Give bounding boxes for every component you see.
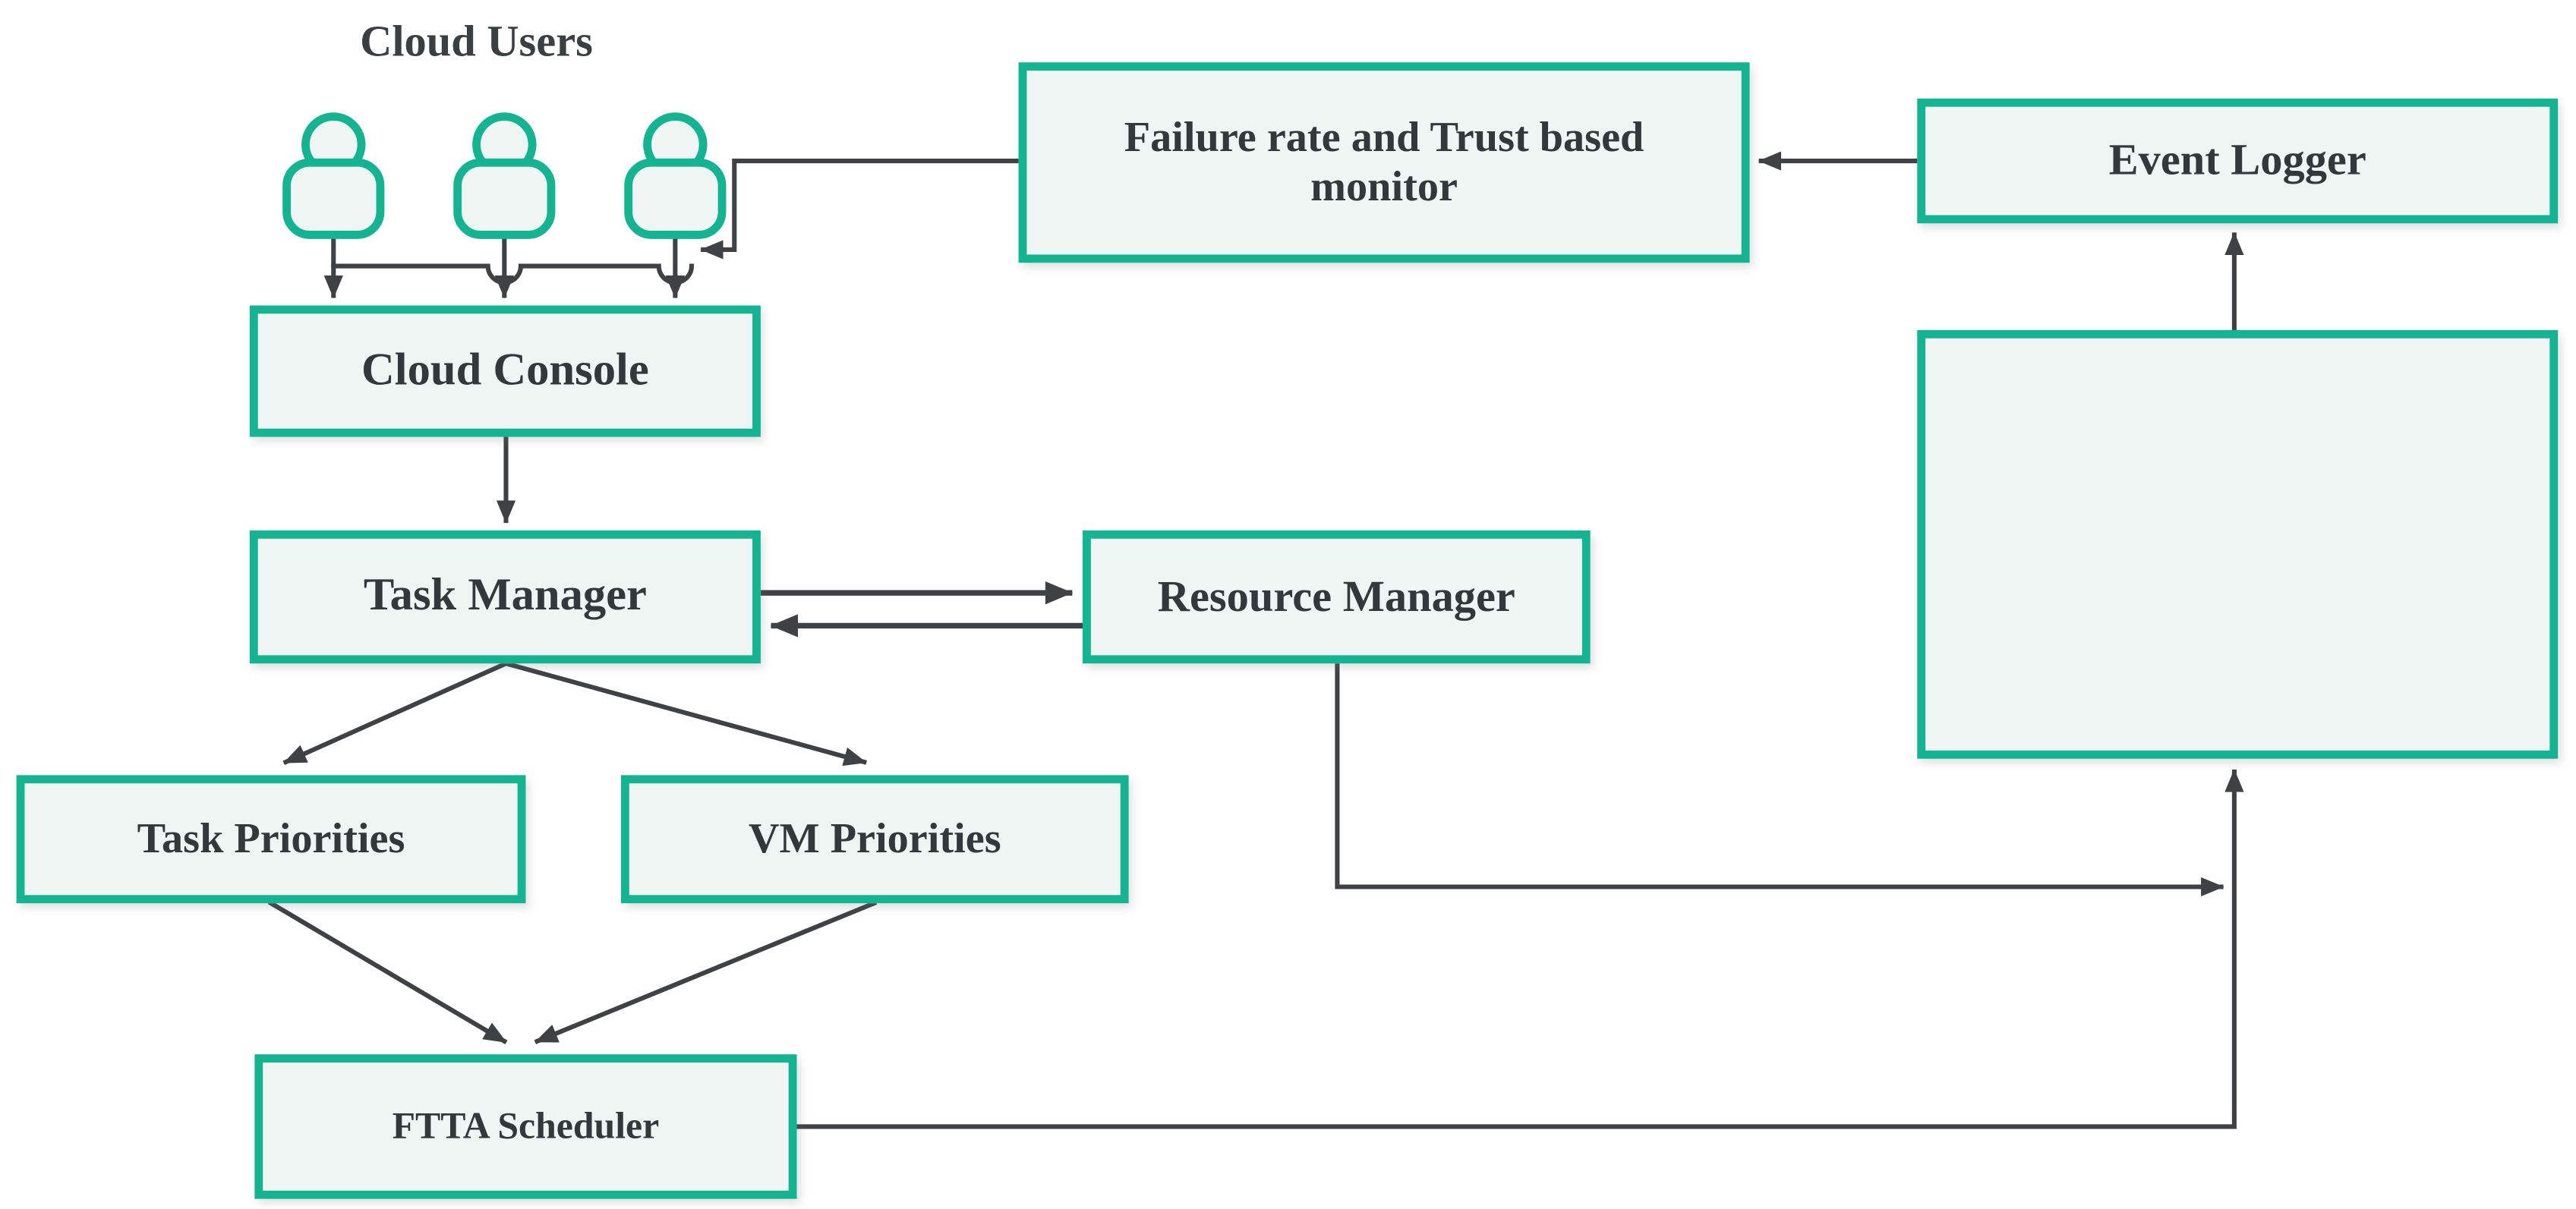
node-vm-priorities: VM Priorities: [620, 775, 1129, 904]
user-icon: [624, 112, 727, 239]
task-manager-label: Task Manager: [363, 570, 647, 622]
arrow-vmpriorities-to-ftta: [534, 900, 878, 1044]
cloud-console-label: Cloud Console: [361, 345, 649, 396]
cloud-users-group: [282, 112, 727, 239]
arrow-taskmanager-to-taskpriorities: [282, 660, 509, 766]
cloud-users-title: Cloud Users: [360, 16, 593, 66]
event-logger-label: Event Logger: [2108, 135, 2366, 185]
vm-priorities-label: VM Priorities: [748, 814, 1001, 863]
failure-monitor-label-line1: Failure rate and Trust based: [1124, 113, 1644, 162]
node-cloud-console: Cloud Console: [249, 305, 761, 437]
failure-monitor-label-line2: monitor: [1310, 162, 1458, 210]
user-icon: [282, 112, 385, 239]
failure-monitor-label: Failure rate and Trust based monitor: [1124, 114, 1644, 212]
user-icon: [453, 112, 556, 239]
arrow-ftta-to-pool: [794, 769, 2244, 1129]
node-task-manager: Task Manager: [249, 530, 761, 664]
arrow-taskmanager-to-vmpriorities: [503, 660, 867, 767]
user-bus-line: [331, 263, 695, 285]
node-resource-pool-box: [1917, 329, 2559, 759]
arrow-resourcemanager-to-pool: [1335, 661, 2224, 897]
arrow-monitor-to-users: [700, 159, 1021, 260]
node-resource-manager: Resource Manager: [1083, 530, 1591, 664]
node-event-logger: Event Logger: [1917, 98, 2559, 224]
node-failure-monitor: Failure rate and Trust based monitor: [1018, 62, 1750, 263]
node-ftta-scheduler: FTTA Scheduler: [254, 1054, 797, 1199]
arrow-taskpriorities-to-ftta: [267, 899, 508, 1045]
node-task-priorities: Task Priorities: [16, 775, 526, 904]
ftta-scheduler-label: FTTA Scheduler: [392, 1104, 660, 1146]
task-priorities-label: Task Priorities: [137, 814, 405, 863]
resource-manager-label: Resource Manager: [1157, 571, 1515, 621]
